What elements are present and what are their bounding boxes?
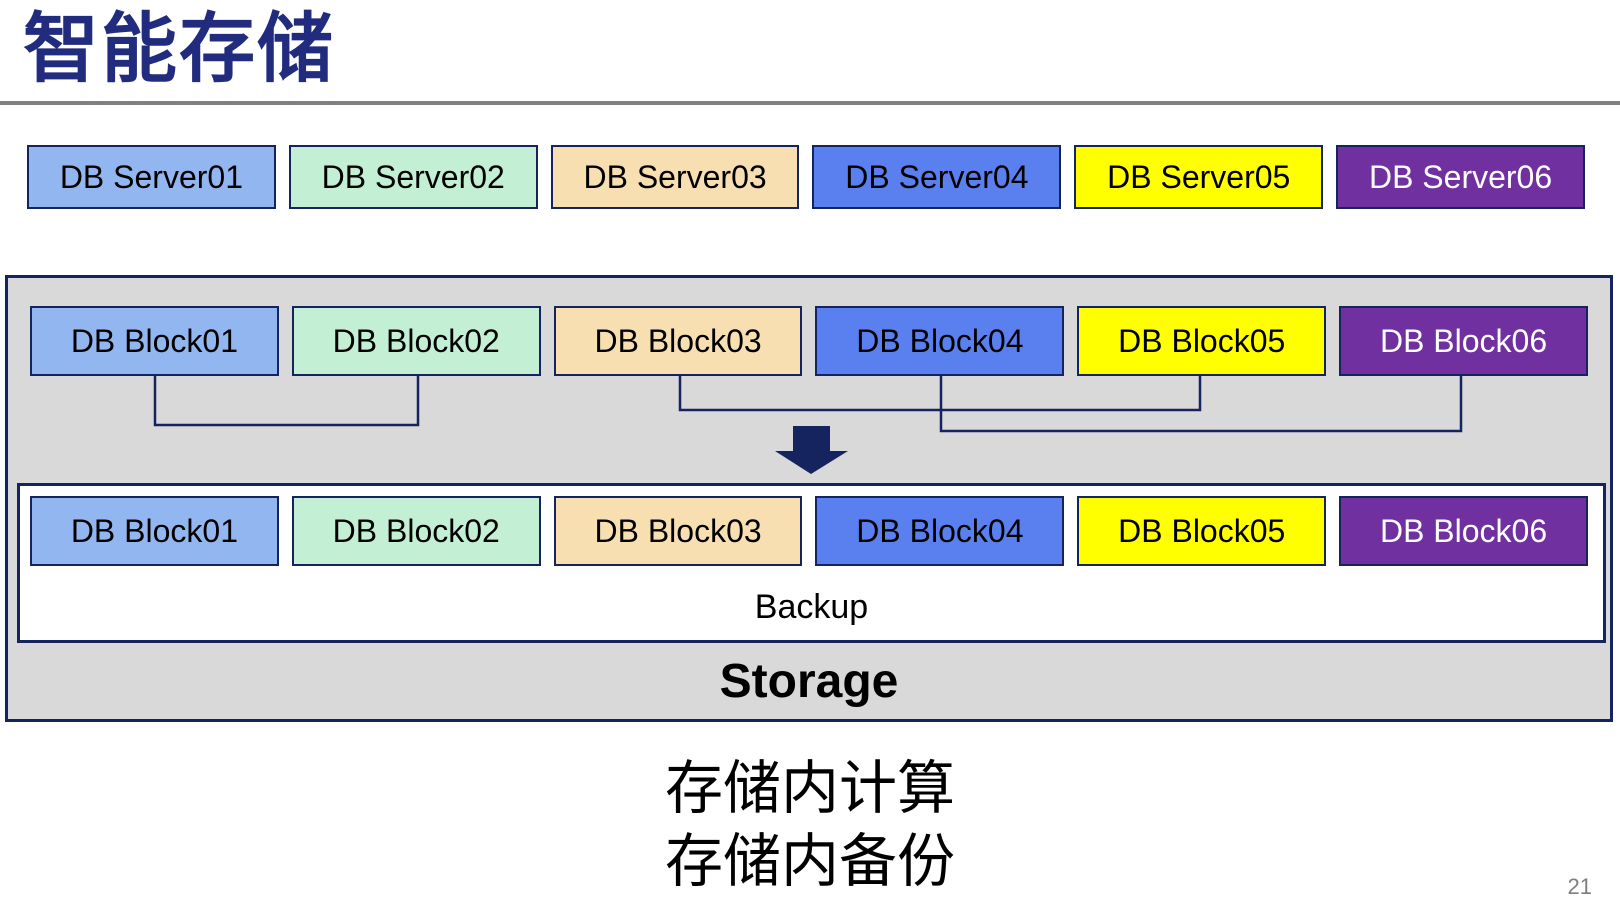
connector-blocks-01-02: [153, 376, 420, 427]
block-backup-box-05: DB Block05: [1077, 496, 1327, 566]
block-top-box-04: DB Block04: [815, 306, 1065, 376]
backup-container: DB Block01 DB Block02 DB Block03 DB Bloc…: [17, 483, 1606, 643]
storage-container: DB Block01 DB Block02 DB Block03 DB Bloc…: [5, 275, 1613, 722]
server-box-05: DB Server05: [1074, 145, 1324, 209]
db-block-row-backup: DB Block01 DB Block02 DB Block03 DB Bloc…: [30, 496, 1588, 566]
server-box-02: DB Server02: [288, 145, 538, 209]
block-top-box-05: DB Block05: [1077, 306, 1327, 376]
server-box-03: DB Server03: [550, 145, 800, 209]
db-block-row-top: DB Block01 DB Block02 DB Block03 DB Bloc…: [30, 306, 1588, 376]
block-backup-box-02: DB Block02: [291, 496, 541, 566]
connector-blocks-04-06: [939, 376, 1463, 433]
server-box-01: DB Server01: [27, 145, 276, 209]
caption-block: 存储内计算 存储内备份: [0, 752, 1620, 898]
server-box-04: DB Server04: [812, 145, 1062, 209]
server-box-06: DB Server06: [1336, 145, 1585, 209]
db-server-row: DB Server01 DB Server02 DB Server03 DB S…: [27, 145, 1585, 209]
storage-label: Storage: [719, 655, 899, 708]
page-number: 21: [1567, 874, 1592, 899]
down-arrow-icon: [775, 426, 848, 474]
connector-blocks-03-05: [678, 376, 1202, 412]
block-backup-box-04: DB Block04: [815, 496, 1065, 566]
page-title: 智能存储: [23, 7, 335, 92]
block-backup-box-03: DB Block03: [553, 496, 803, 566]
backup-label: Backup: [754, 588, 869, 626]
block-backup-box-06: DB Block06: [1339, 496, 1588, 566]
block-top-box-02: DB Block02: [291, 306, 541, 376]
title-divider: [0, 101, 1620, 105]
caption-line-1: 存储内计算: [664, 756, 955, 821]
block-top-box-06: DB Block06: [1339, 306, 1588, 376]
block-backup-box-01: DB Block01: [30, 496, 279, 566]
caption-line-2: 存储内备份: [664, 829, 955, 894]
block-top-box-03: DB Block03: [553, 306, 803, 376]
block-top-box-01: DB Block01: [30, 306, 279, 376]
